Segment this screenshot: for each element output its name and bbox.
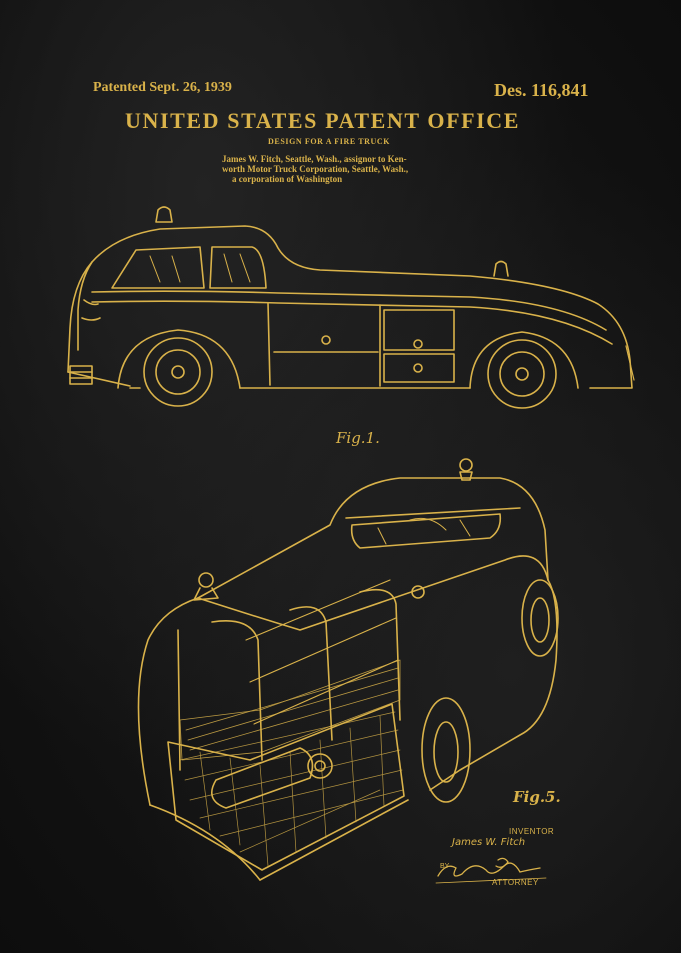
fig1-label: Fig.1. <box>336 429 380 447</box>
inventor-name: James W. Fitch <box>452 837 526 848</box>
design-number: Des. 116,841 <box>494 80 589 100</box>
design-title: DESIGN FOR A FIRE TRUCK <box>268 137 391 146</box>
fig5-label: Fig.5. <box>513 788 561 806</box>
assignee-text: James W. Fitch, Seattle, Wash., assignor… <box>222 154 408 184</box>
attorney-signature <box>435 857 547 884</box>
office-title: UNITED STATES PATENT OFFICE <box>125 108 521 133</box>
patent-date: Patented Sept. 26, 1939 <box>93 80 232 95</box>
assignee-line: worth Motor Truck Corporation, Seattle, … <box>222 164 409 174</box>
inventor-label: INVENTOR <box>509 827 555 836</box>
assignee-line: a corporation of Washington <box>232 174 343 184</box>
fig5-rear-view-drawing <box>137 458 559 881</box>
assignee-line: James W. Fitch, Seattle, Wash., assignor… <box>222 154 407 164</box>
attorney-label: ATTORNEY <box>492 878 539 887</box>
by-label: BY <box>440 863 450 870</box>
